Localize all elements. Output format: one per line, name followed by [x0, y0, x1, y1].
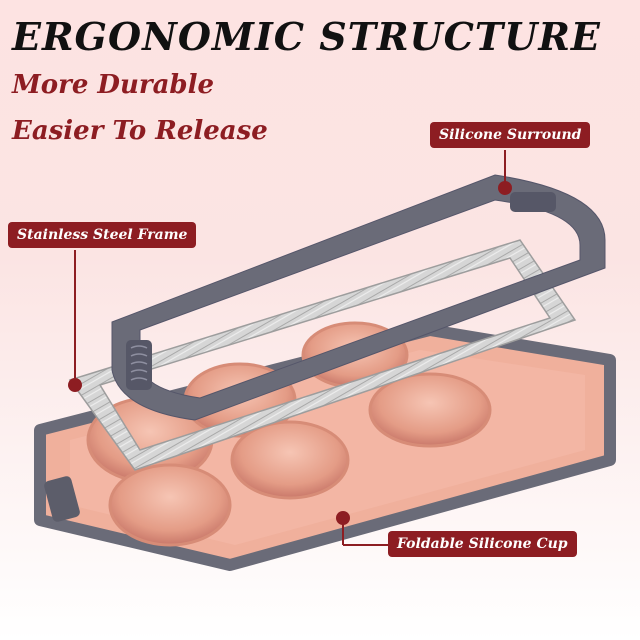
callout-stainless-steel-frame: Stainless Steel Frame: [8, 222, 197, 248]
leader-cup: [336, 511, 390, 546]
benefit-durable: More Durable: [12, 70, 215, 100]
leader-surround: [498, 150, 512, 195]
silicone-surround: [111, 174, 606, 421]
stainless-steel-frame: [68, 239, 577, 471]
headline: ERGONOMIC STRUCTURE: [12, 14, 601, 59]
callout-foldable-silicone-cup: Foldable Silicone Cup: [388, 531, 577, 557]
leader-frame: [68, 250, 82, 392]
benefit-release: Easier To Release: [12, 116, 268, 146]
callout-silicone-surround: Silicone Surround: [430, 122, 591, 148]
